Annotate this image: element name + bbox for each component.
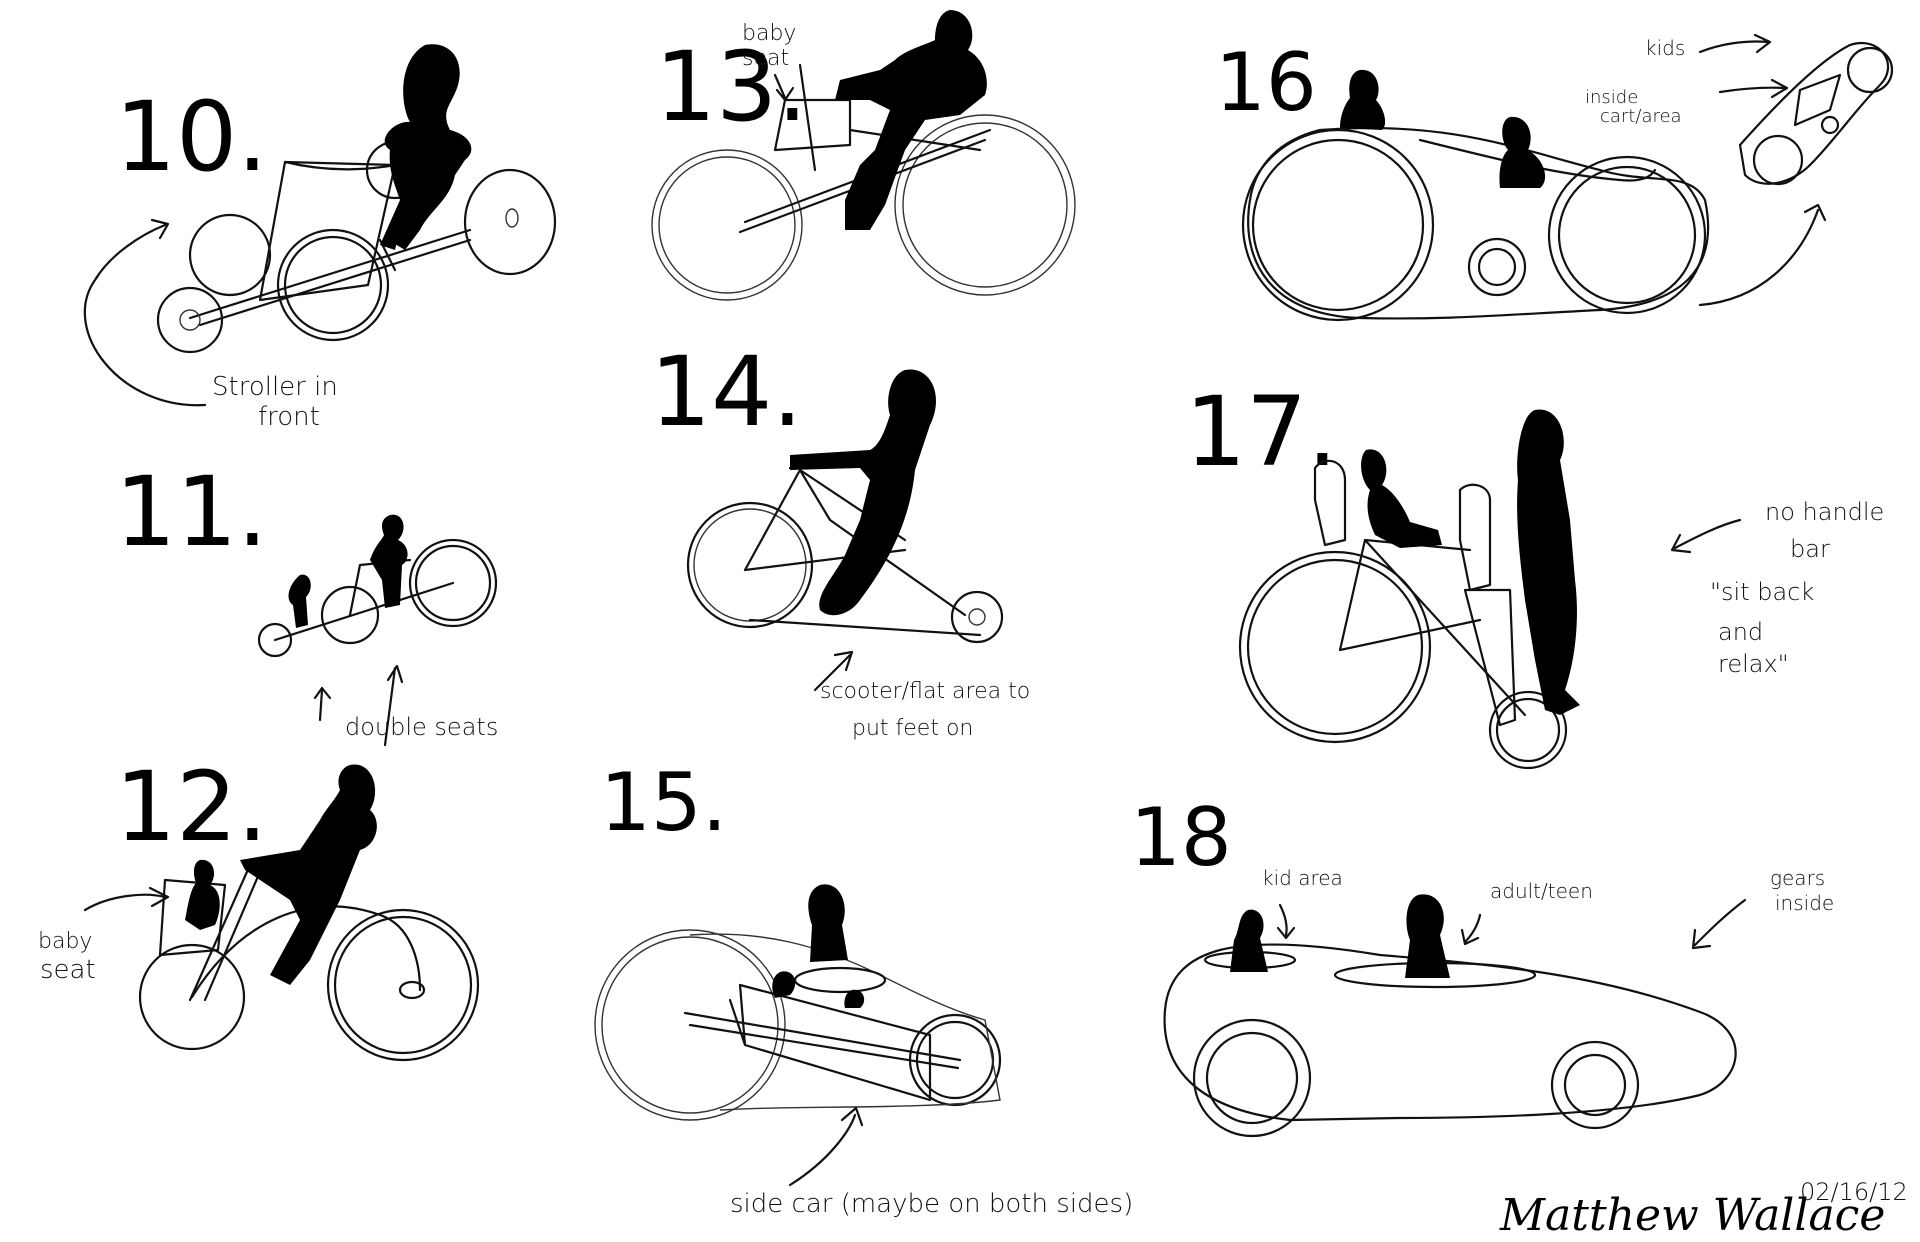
sketch-12: 12. baby seat	[38, 751, 480, 1062]
sketch-note: double seats	[345, 713, 498, 741]
sketch-note: inside	[1585, 87, 1638, 108]
sketch-number: 17.	[1185, 376, 1338, 488]
sketch-note: no handle	[1765, 498, 1884, 526]
sketch-note: adult/teen	[1490, 879, 1593, 903]
sketch-note: baby	[38, 929, 92, 954]
sketch-note: front	[258, 402, 320, 432]
sketch-number: 11.	[115, 456, 268, 568]
sketch-note: put feet on	[852, 716, 973, 741]
signature: Matthew Wallace	[1499, 1190, 1885, 1241]
sketch-11: 11. double seats	[115, 456, 498, 747]
sketch-note: bar	[1790, 535, 1830, 563]
sketch-18: 18 kid area adult/teen gears inside	[1130, 791, 1834, 1138]
sketch-note: seat	[40, 955, 96, 985]
sketch-number: 18	[1130, 791, 1232, 884]
sketch-note: side car (maybe on both sides)	[730, 1189, 1133, 1219]
sketch-note: scooter/flat area to	[820, 679, 1030, 704]
date: 02/16/12	[1800, 1178, 1908, 1206]
sketch-note: "sit back	[1710, 578, 1814, 606]
sketch-15: 15. side car (maybe on both sides)	[594, 756, 1133, 1219]
sketch-number: 14.	[650, 336, 803, 448]
sketch-16: 16 kids inside cart/area	[1215, 33, 1894, 322]
sketch-number: 15.	[600, 756, 727, 849]
sketch-note: inside	[1775, 891, 1834, 915]
sketch-number: 13.	[655, 31, 808, 143]
sketch-note: seat	[742, 46, 789, 71]
sketch-note: Stroller in	[212, 372, 338, 402]
sketch-17: 17. no handle bar "sit back and relax"	[1185, 376, 1884, 770]
sketch-10: 10. Stroller in front	[83, 44, 557, 432]
sketch-14: 14. scooter/flat area to put feet on	[650, 336, 1030, 741]
sketch-note: baby	[742, 21, 796, 46]
sketch-note: kid area	[1262, 866, 1343, 890]
sketch-note: and	[1718, 618, 1763, 646]
sketch-13: 13. baby seat	[651, 10, 1076, 301]
sketch-note: cart/area	[1600, 106, 1682, 127]
sketch-note: relax"	[1718, 650, 1789, 678]
sketch-number: 12.	[115, 751, 268, 863]
sketch-note: kids	[1645, 36, 1685, 60]
sketch-number: 16	[1215, 36, 1317, 129]
sketch-number: 10.	[115, 81, 268, 193]
sketch-note: gears	[1770, 866, 1825, 890]
